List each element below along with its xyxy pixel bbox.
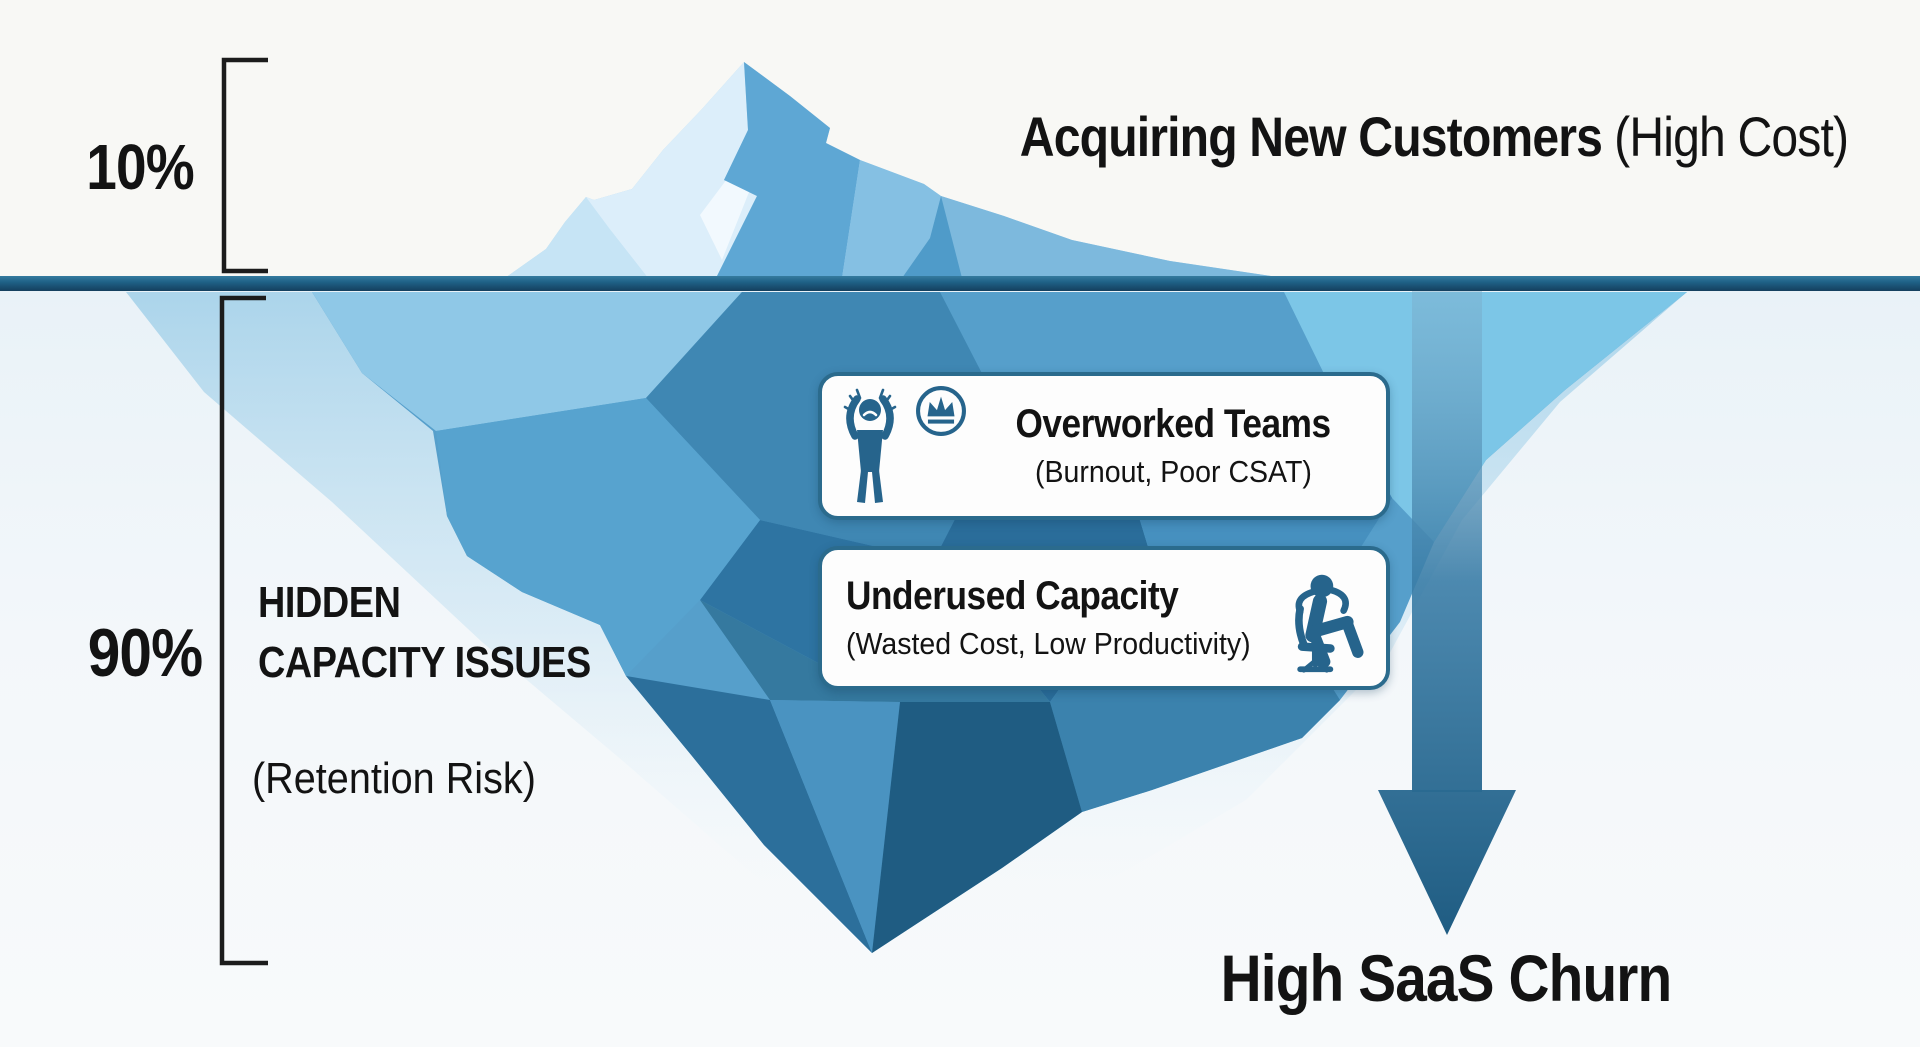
card-subtitle: (Wasted Cost, Low Productivity) xyxy=(846,626,1251,661)
acquiring-label: Acquiring New Customers(High Cost) xyxy=(1019,105,1849,168)
outcome-label: High SaaS Churn xyxy=(1220,941,1673,1015)
waterline xyxy=(0,276,1920,291)
underused-capacity-card: Underused Capacity (Wasted Cost, Low Pro… xyxy=(818,546,1390,690)
card-title: Underused Capacity xyxy=(846,574,1179,618)
bracket-10-percent xyxy=(221,57,268,274)
acquiring-title: Acquiring New Customers xyxy=(1019,105,1603,168)
retention-note: (Retention Risk) xyxy=(252,754,536,803)
hidden-heading-line2: CAPACITY ISSUES xyxy=(258,638,591,687)
overworked-teams-card: Overworked Teams (Burnout, Poor CSAT) xyxy=(818,372,1390,520)
churn-arrow xyxy=(1378,291,1516,935)
below-percent-label: 90% xyxy=(87,615,203,691)
iceberg-above-water xyxy=(505,62,1284,278)
crown-icon xyxy=(914,384,968,438)
relaxed-person-icon xyxy=(1268,566,1372,678)
acquiring-note: (High Cost) xyxy=(1614,105,1849,168)
bracket-90-percent xyxy=(219,295,268,966)
card-subtitle: (Burnout, Poor CSAT) xyxy=(1034,454,1312,489)
hidden-heading-line1: HIDDEN xyxy=(258,578,401,627)
stressed-person-icon xyxy=(840,386,900,506)
above-percent-label: 10% xyxy=(86,131,194,203)
card-title: Overworked Teams xyxy=(1015,402,1331,446)
